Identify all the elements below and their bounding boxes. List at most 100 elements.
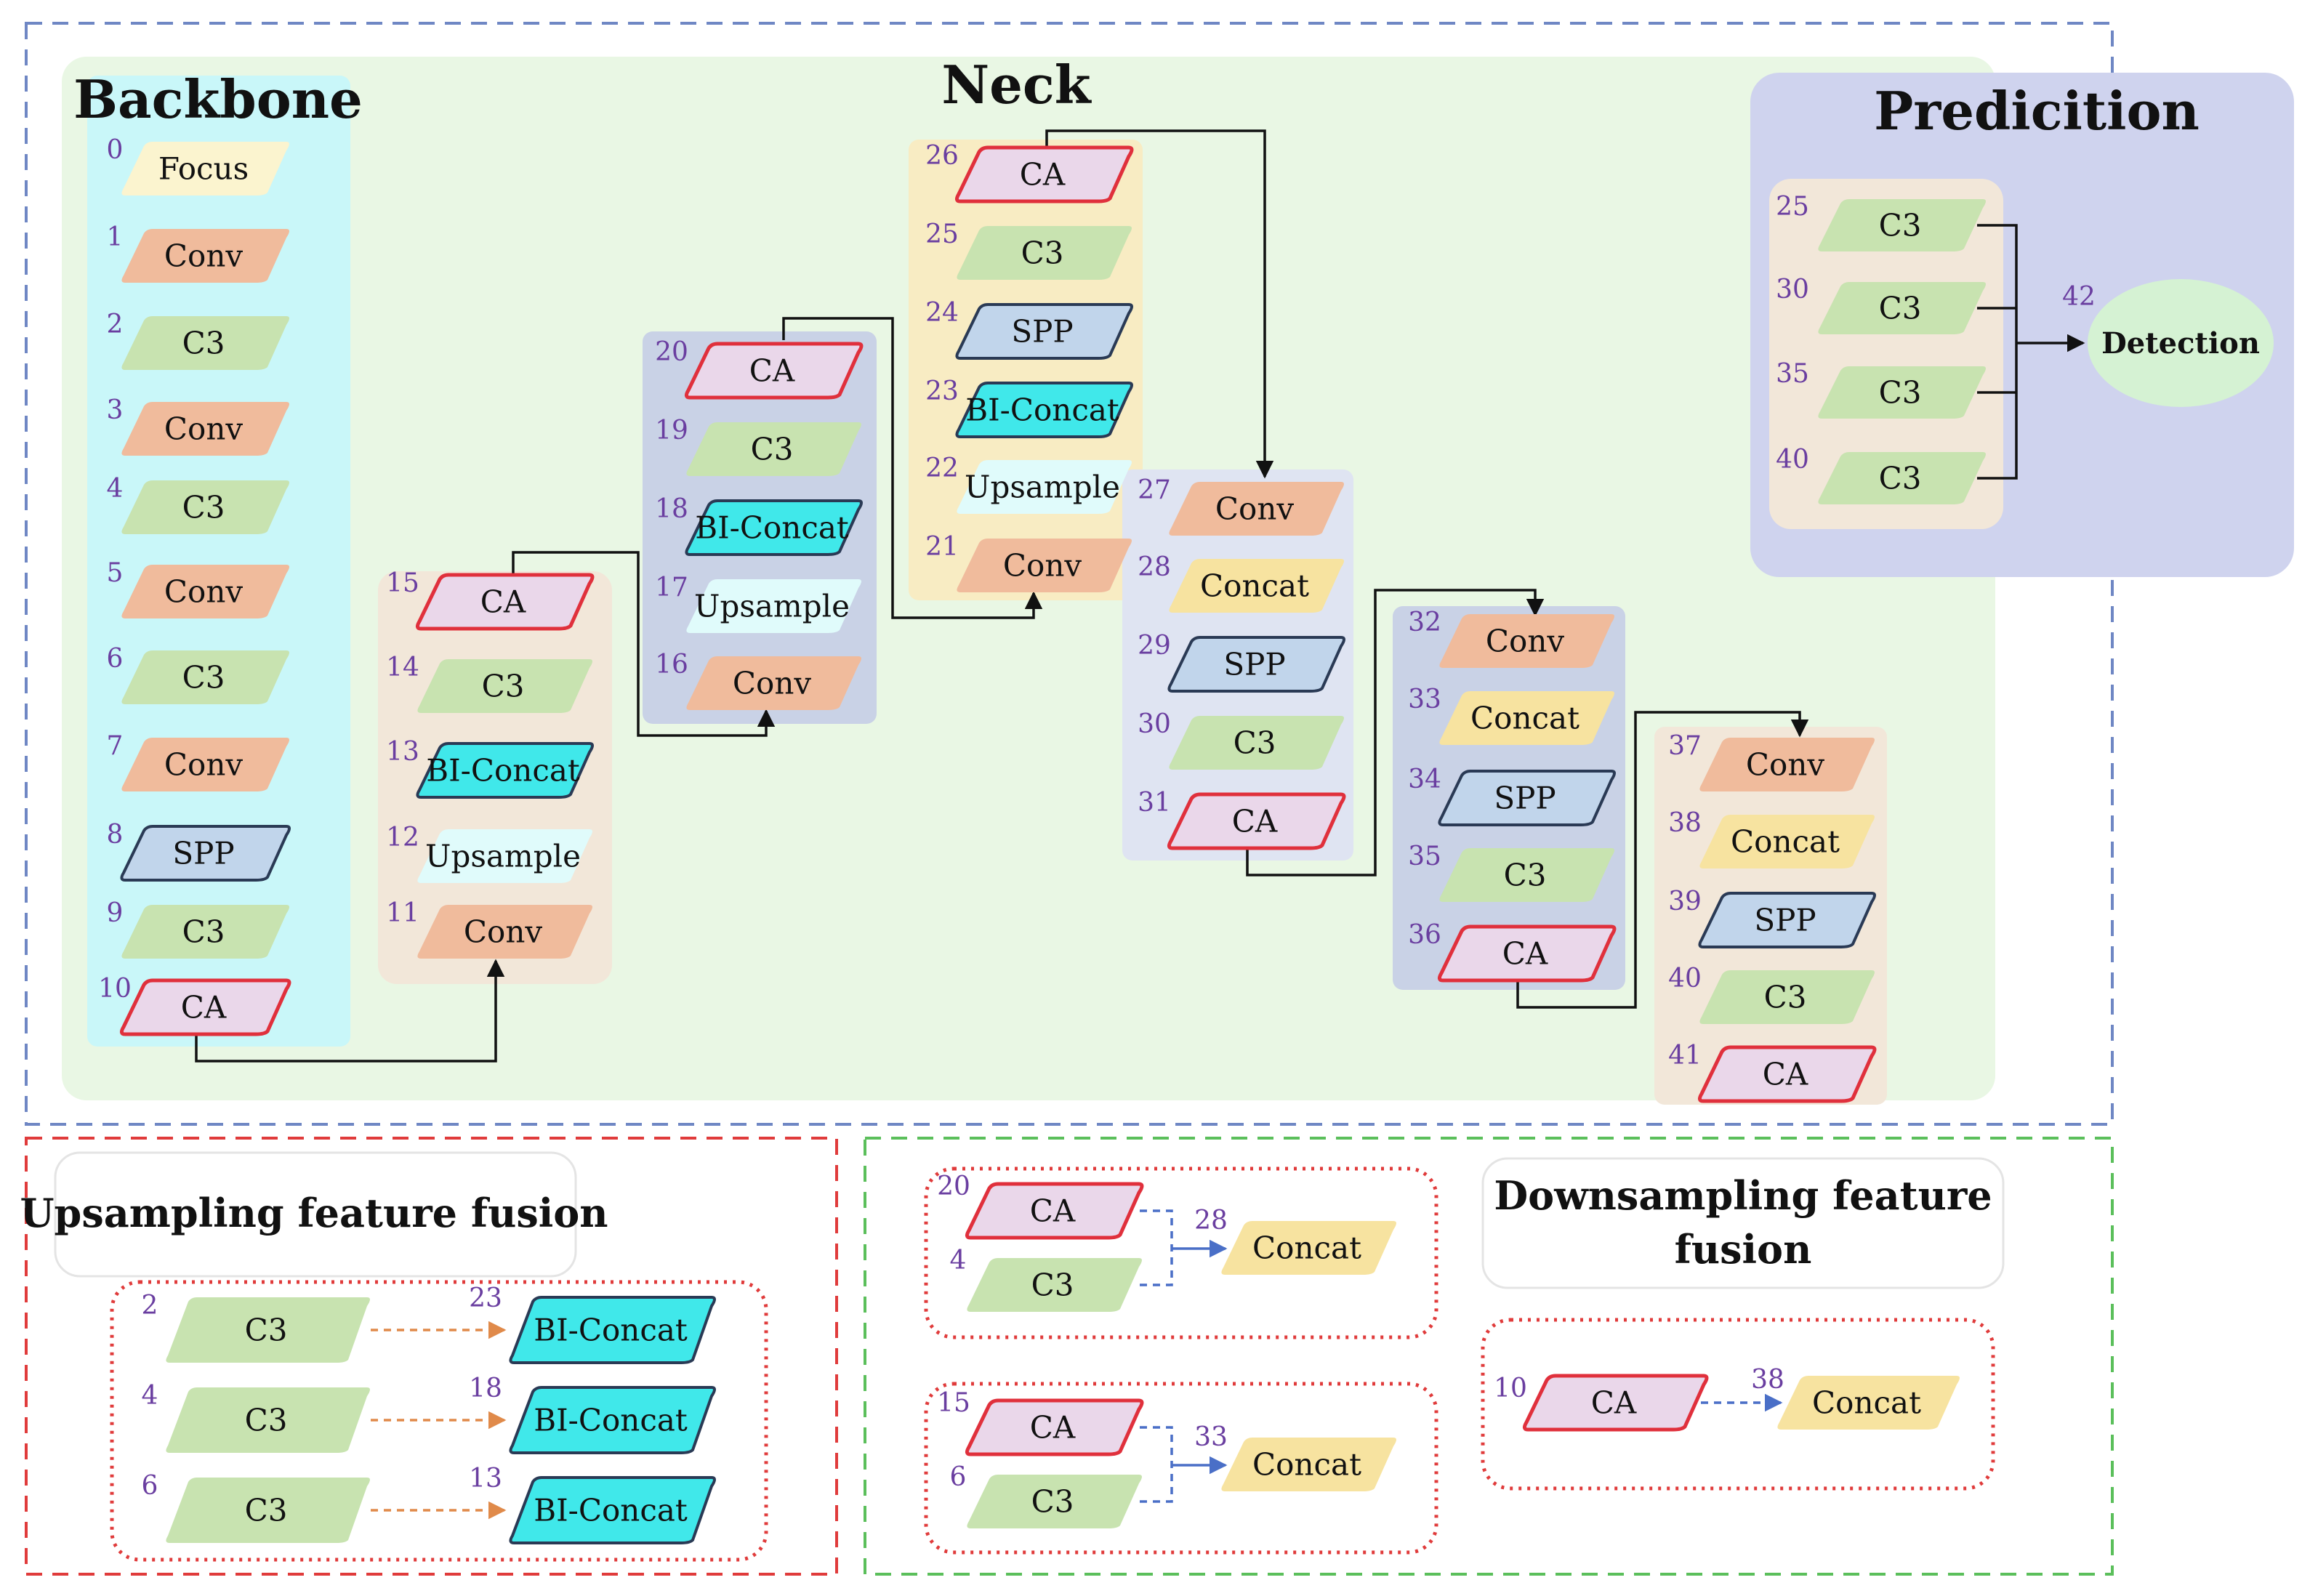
- node-label: SPP: [1494, 781, 1556, 816]
- node-label: BI-Concat: [534, 1313, 688, 1348]
- node-label: CA: [749, 353, 795, 389]
- connectors: [195, 129, 2085, 1063]
- node-upsample: Upsample: [957, 460, 1132, 514]
- node-shape: [1221, 1221, 1396, 1275]
- node-conv: Conv: [1439, 614, 1614, 668]
- node-concat: Concat: [1169, 559, 1344, 613]
- node-label: C3: [1031, 1484, 1074, 1520]
- node-spp: SPP: [1698, 892, 1876, 948]
- node-number: 34: [1408, 765, 1441, 794]
- node-shape: [955, 303, 1133, 360]
- node-shape: [965, 1398, 1144, 1456]
- top-frame: [25, 22, 2114, 1126]
- node-shape: [954, 145, 1134, 203]
- node-number: 19: [655, 416, 688, 446]
- node-number: 13: [469, 1464, 502, 1494]
- node-shape: [121, 316, 289, 370]
- node-label: BI-Concat: [426, 753, 580, 789]
- node-number: 22: [925, 454, 959, 483]
- node-shape: [965, 1182, 1144, 1240]
- node-number: 2: [142, 1291, 158, 1321]
- node-shape: [417, 829, 592, 883]
- node-label: C3: [1031, 1267, 1074, 1303]
- node-c3: C3: [121, 650, 289, 704]
- node-number: 35: [1408, 842, 1441, 871]
- node-label: CA: [181, 990, 227, 1025]
- node-label: CA: [1030, 1193, 1076, 1229]
- node-label: CA: [480, 584, 526, 620]
- node-shape: [957, 539, 1132, 592]
- node-number: 11: [386, 898, 419, 928]
- node-shape: [121, 480, 289, 534]
- node-label: BI-Concat: [695, 510, 849, 546]
- node-label: C3: [1021, 235, 1064, 271]
- node-label: C3: [1764, 980, 1807, 1015]
- node-shape: [1169, 559, 1344, 613]
- node-label: CA: [1030, 1410, 1076, 1446]
- node-label: C3: [245, 1493, 288, 1528]
- node-label: BI-Concat: [534, 1403, 688, 1438]
- node-concat: Concat: [1221, 1221, 1396, 1275]
- node-label: Concat: [1252, 1230, 1361, 1266]
- node-shape: [1169, 482, 1344, 536]
- node-c3: C3: [121, 480, 289, 534]
- node-conv: Conv: [121, 229, 289, 283]
- backbone-panel: [87, 76, 350, 1047]
- node-label: CA: [1591, 1385, 1637, 1421]
- node-number: 31: [1138, 788, 1171, 818]
- node-conv: Conv: [417, 905, 592, 959]
- node-shape: [1699, 815, 1875, 868]
- node-number: 6: [142, 1471, 158, 1501]
- node-label: C3: [1234, 725, 1276, 761]
- node-shape: [1221, 1438, 1396, 1491]
- node-label: CA: [1232, 804, 1278, 839]
- node-number: 41: [1668, 1041, 1702, 1071]
- node-number: 6: [950, 1462, 967, 1492]
- node-label: Concat: [1731, 824, 1840, 860]
- node-number: 14: [386, 653, 419, 682]
- node-spp: SPP: [955, 303, 1133, 360]
- node-c3: C3: [166, 1297, 370, 1363]
- node-number: 5: [107, 558, 124, 588]
- node-c3: C3: [967, 1258, 1142, 1312]
- node-concat: Concat: [1777, 1376, 1960, 1430]
- downsampling-title-line1: Downsampling feature: [1494, 1172, 1992, 1219]
- node-ca: CA: [965, 1398, 1144, 1456]
- node-biconcat: BI-Concat: [509, 1476, 716, 1544]
- node-conv: Conv: [686, 656, 861, 710]
- node-number: 4: [142, 1381, 158, 1411]
- node-upsample: Upsample: [417, 829, 592, 883]
- node-ca: CA: [684, 342, 864, 400]
- node-number: 9: [107, 898, 124, 928]
- node-shape: [1522, 1374, 1709, 1432]
- upsampling-title-box: [54, 1151, 577, 1278]
- prediction-title: Predicition: [1874, 80, 2200, 142]
- node-label: Concat: [1200, 568, 1309, 604]
- node-label: C3: [182, 660, 225, 696]
- node-number: 28: [1194, 1206, 1228, 1236]
- detection-number: 42: [2062, 282, 2096, 312]
- node-label: C3: [182, 326, 225, 361]
- node-number: 1: [107, 222, 124, 252]
- node-shape: [415, 573, 595, 631]
- node-shape: [955, 382, 1133, 438]
- node-shape: [684, 342, 864, 400]
- node-number: 0: [107, 135, 124, 165]
- node-biconcat: BI-Concat: [509, 1386, 716, 1454]
- node-shape: [1437, 924, 1617, 983]
- node-number: 10: [1494, 1374, 1527, 1403]
- node-conv: Conv: [121, 402, 289, 456]
- node-label: Conv: [1215, 491, 1294, 527]
- node-spp: SPP: [1167, 636, 1345, 693]
- down-group-1-frame: [924, 1166, 1438, 1339]
- node-label: Conv: [164, 574, 243, 610]
- node-number: 33: [1408, 685, 1441, 714]
- node-shape: [1697, 1045, 1877, 1103]
- node-ca: CA: [415, 573, 595, 631]
- node-label: CA: [1763, 1057, 1808, 1092]
- node-label: Conv: [164, 747, 243, 783]
- node-number: 15: [937, 1388, 970, 1418]
- node-ca: CA: [1522, 1374, 1709, 1432]
- node-number: 28: [1138, 552, 1171, 582]
- node-concat: Concat: [1221, 1438, 1396, 1491]
